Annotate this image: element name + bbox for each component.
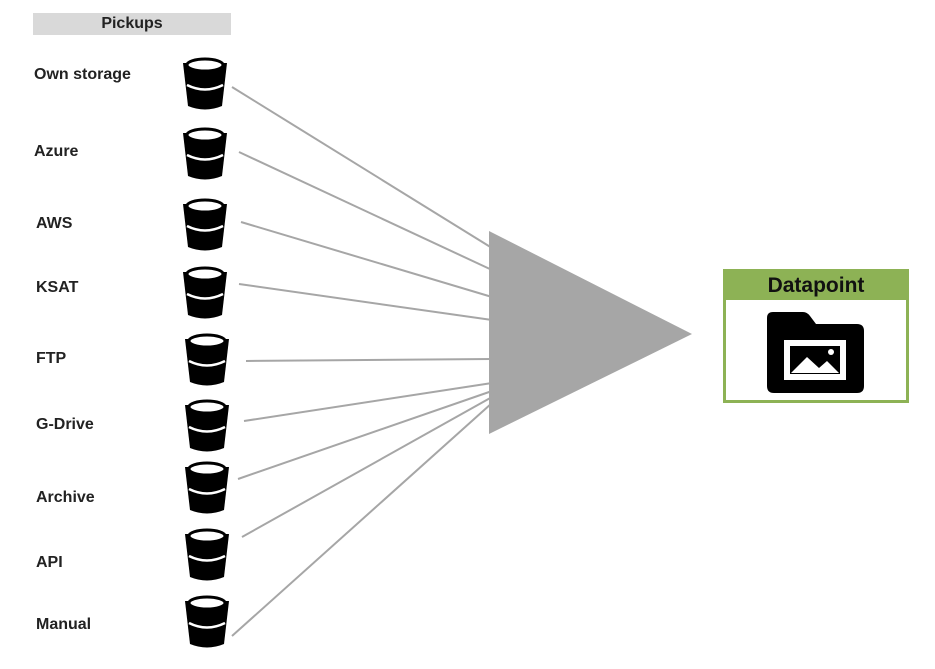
connector-line bbox=[240, 221, 493, 298]
datapoint-box: Datapoint bbox=[723, 269, 909, 403]
source-label: KSAT bbox=[36, 279, 79, 296]
source-label: Manual bbox=[36, 616, 92, 633]
source-label: Archive bbox=[36, 489, 95, 506]
connector-line bbox=[237, 390, 493, 480]
bucket-icon bbox=[185, 399, 229, 452]
bucket-icon bbox=[185, 528, 229, 581]
bucket-icon bbox=[185, 333, 229, 386]
connector-line bbox=[245, 358, 493, 362]
bucket-icon bbox=[183, 266, 227, 319]
source-label: API bbox=[36, 554, 63, 571]
bucket-icon bbox=[183, 57, 227, 110]
connector-line bbox=[238, 283, 493, 321]
bucket-icon bbox=[185, 461, 229, 514]
bucket-icon bbox=[183, 127, 227, 180]
connector-line bbox=[243, 382, 493, 422]
connector-lines bbox=[231, 86, 493, 637]
datapoint-title: Datapoint bbox=[726, 272, 906, 300]
source-label: Own storage bbox=[34, 66, 131, 83]
connector-line bbox=[238, 151, 493, 271]
source-label: FTP bbox=[36, 350, 67, 367]
connector-line bbox=[241, 396, 493, 538]
source-label: G-Drive bbox=[36, 416, 94, 433]
funnel-arrow bbox=[489, 231, 692, 434]
bucket-icons bbox=[183, 57, 229, 648]
connector-line bbox=[231, 86, 493, 249]
source-label: Azure bbox=[34, 143, 79, 160]
source-label: AWS bbox=[36, 215, 73, 232]
connector-line bbox=[231, 402, 493, 637]
bucket-icon bbox=[183, 198, 227, 251]
pickups-header: Pickups bbox=[33, 13, 231, 35]
image-folder-icon bbox=[767, 312, 864, 393]
bucket-icon bbox=[185, 595, 229, 648]
